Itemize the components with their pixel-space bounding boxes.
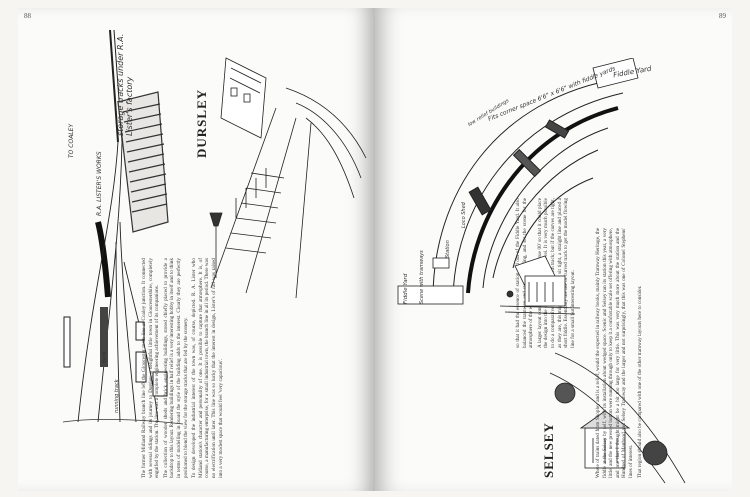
yard-label: Yard bbox=[102, 352, 108, 363]
paragraph: Where of trains dated from Shopley and i… bbox=[595, 228, 634, 478]
scene-label: Scene with tramways bbox=[419, 250, 425, 304]
dursley-track-plan bbox=[62, 29, 184, 425]
storage-tracks-label: storage tracks under R.A. Lister's facto… bbox=[116, 33, 134, 136]
left-page: 88 bbox=[18, 8, 375, 491]
selsey-body-text: Where of trains dated from Shopley and i… bbox=[595, 228, 643, 478]
paragraph: The collection of wooden sheds and brick… bbox=[162, 258, 189, 478]
page-number: 89 bbox=[719, 12, 726, 20]
page-number: 88 bbox=[24, 12, 31, 20]
selsey-station-sketch bbox=[499, 255, 581, 315]
dursley-station-sketch bbox=[209, 57, 367, 298]
loco-shed-label: Loco Shed bbox=[461, 202, 467, 228]
selsey-title: SELSEY bbox=[541, 422, 556, 478]
running-track-label: running track bbox=[114, 379, 120, 413]
coaley-label: TO COALEY bbox=[68, 123, 75, 158]
factory-label: R.A. LISTER'S WORKS bbox=[96, 151, 103, 216]
fiddle-yard-left-label: Fiddle Yard bbox=[403, 273, 409, 304]
dursley-title: DURSLEY bbox=[194, 88, 209, 158]
paragraph: The former Midland Railway branch line l… bbox=[141, 258, 161, 478]
selsey-track-plan bbox=[397, 58, 639, 305]
paragraph: That region should also be compared with… bbox=[636, 285, 643, 478]
right-page: 89 Fiddle Yard Fits corner space 6'6 bbox=[375, 8, 732, 491]
station-label: Station bbox=[445, 240, 451, 258]
selsey-scene-sketch bbox=[549, 352, 686, 484]
